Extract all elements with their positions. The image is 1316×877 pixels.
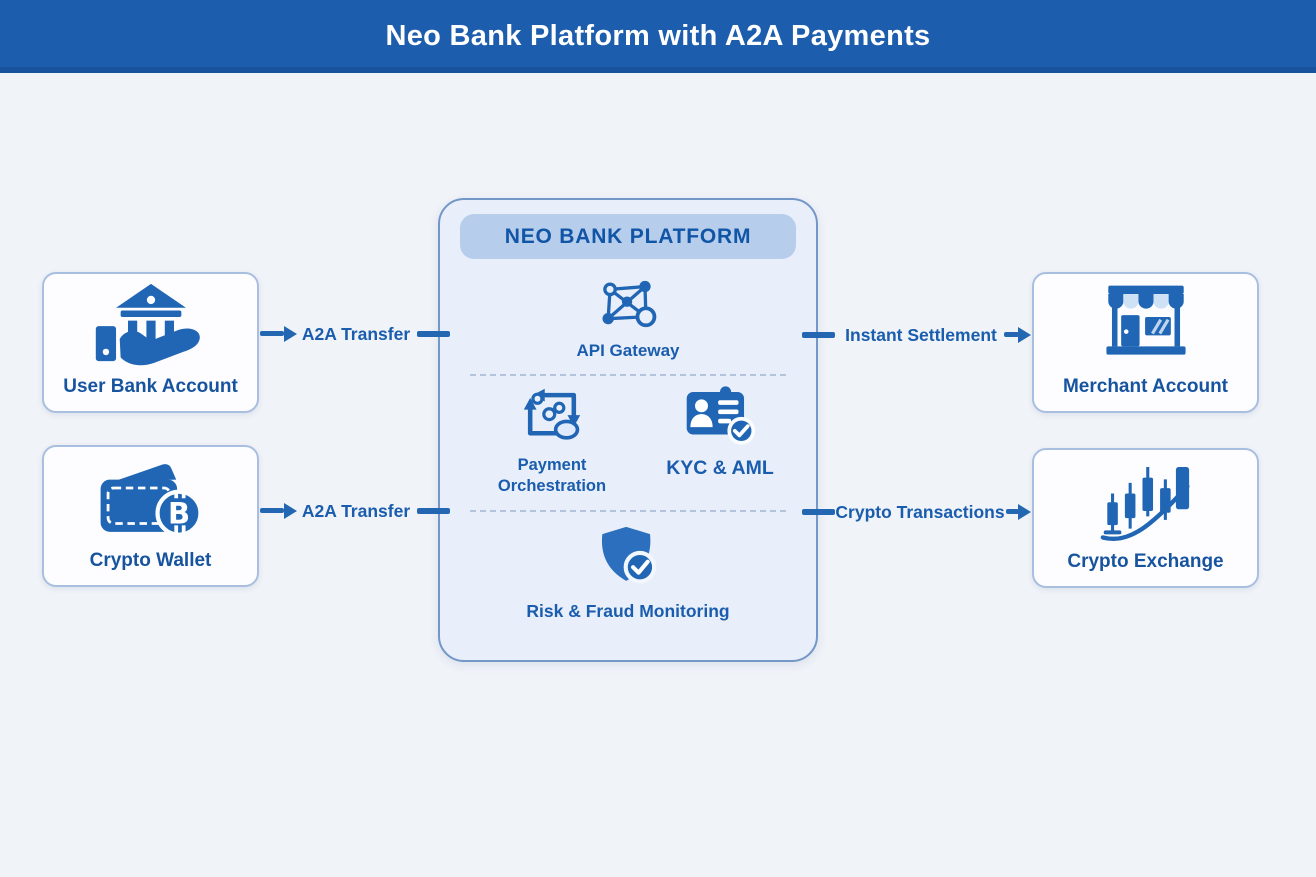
component-payment-orchestration: Payment Orchestration — [472, 386, 632, 497]
node-label: Merchant Account — [1062, 376, 1229, 397]
platform-middle-row: Payment Orchestration — [440, 386, 816, 497]
divider — [470, 510, 786, 512]
storefront-icon — [1094, 274, 1198, 376]
workflow-cycle-icon — [519, 386, 585, 446]
node-user-bank-account: User Bank Account — [42, 272, 259, 413]
bank-hand-icon — [95, 274, 207, 376]
network-icon — [594, 277, 662, 332]
arrow-right-icon — [284, 503, 297, 519]
svg-text:B: B — [167, 496, 189, 530]
connection-label: Instant Settlement — [845, 325, 997, 345]
node-label: User Bank Account — [63, 376, 238, 397]
connector-stub — [417, 508, 450, 514]
wallet-bitcoin-icon: B — [95, 447, 207, 550]
component-label: Risk & Fraud Monitoring — [526, 601, 730, 621]
connector-stub — [802, 332, 835, 338]
connector-line — [1006, 509, 1019, 514]
connection-label: Crypto Transactions — [835, 502, 1005, 522]
component-kyc-aml: KYC & AML — [640, 386, 800, 480]
node-crypto-exchange: Crypto Exchange — [1032, 448, 1259, 588]
connection-label: A2A Transfer — [301, 324, 411, 344]
connector-stub — [417, 331, 450, 337]
arrow-right-icon — [1018, 327, 1031, 343]
component-label: API Gateway — [576, 341, 680, 360]
node-merchant-account: Merchant Account — [1032, 272, 1259, 413]
candlestick-chart-icon — [1097, 450, 1195, 551]
node-crypto-wallet: B Crypto Wallet — [42, 445, 259, 587]
neo-bank-platform-box: NEO BANK PLATFORM API Gateway — [438, 198, 818, 662]
component-api-gateway: API Gateway — [577, 277, 680, 361]
id-card-check-icon — [683, 386, 757, 446]
connection-label: A2A Transfer — [301, 501, 411, 521]
connector-line — [1004, 332, 1019, 337]
component-label: KYC & AML — [666, 457, 774, 479]
node-label: Crypto Wallet — [89, 550, 212, 571]
component-risk-fraud-monitoring: Risk & Fraud Monitoring — [526, 524, 730, 622]
platform-title: NEO BANK PLATFORM — [460, 214, 796, 259]
connector-line — [260, 331, 284, 336]
divider — [470, 374, 786, 376]
title-bar: Neo Bank Platform with A2A Payments — [0, 0, 1316, 73]
shield-check-icon — [595, 524, 661, 592]
arrow-right-icon — [284, 326, 297, 342]
node-label: Crypto Exchange — [1067, 551, 1224, 572]
connector-stub — [802, 509, 835, 515]
connector-line — [260, 508, 284, 513]
arrow-right-icon — [1018, 504, 1031, 520]
component-label: Payment Orchestration — [497, 456, 607, 495]
page-title: Neo Bank Platform with A2A Payments — [385, 20, 931, 52]
